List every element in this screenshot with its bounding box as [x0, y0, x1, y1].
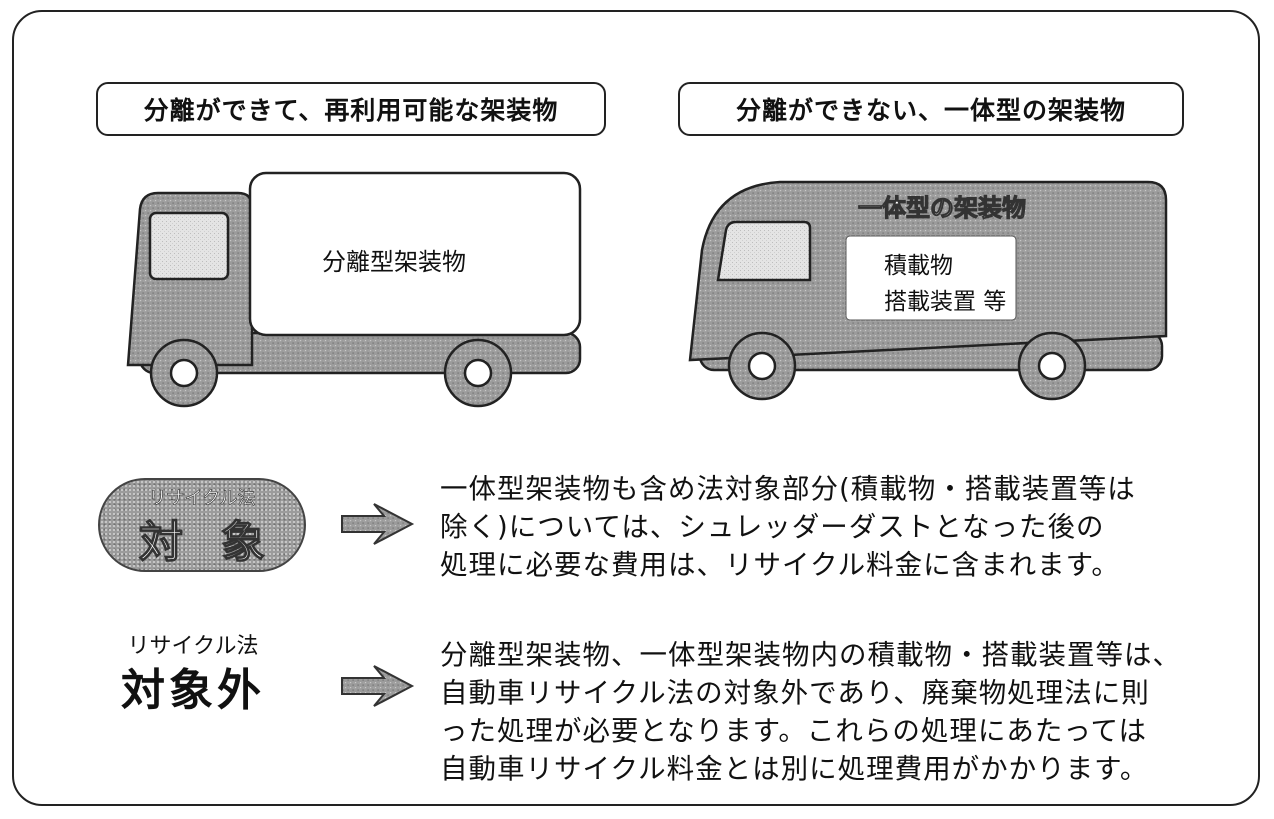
header-right: 分離ができない、一体型の架装物 — [678, 82, 1184, 136]
non-target-description-line: った処理が必要となります。これらの処理にあたっては — [440, 715, 1147, 747]
integrated-inner-line-2: 搭載装置 等 — [884, 289, 1007, 315]
arrow-right-icon — [341, 665, 415, 707]
badge-target-small-label: リサイクル法 — [148, 488, 256, 510]
target-description-line: 除く)については、シュレッダーダストとなった後の — [440, 511, 1105, 543]
non-target-small-label: リサイクル法 — [127, 634, 259, 659]
truck-integrated-illustration — [688, 180, 1168, 401]
non-target-big-label: 対象外 — [121, 665, 265, 716]
recycling-law-target-badge: リサイクル法 対象 — [98, 478, 306, 572]
header-left: 分離ができて、再利用可能な架装物 — [96, 82, 606, 136]
target-description-line: 処理に必要な費用は、リサイクル料金に含まれます。 — [440, 549, 1120, 581]
outer-frame — [12, 10, 1260, 806]
target-description: 一体型架装物も含め法対象部分(積載物・搭載装置等は 除く)については、シュレッダ… — [440, 470, 1230, 584]
integrated-inner-line-1: 積載物 — [884, 253, 953, 279]
separable-body-label: 分離型架装物 — [322, 248, 466, 276]
non-target-description: 分離型架装物、一体型架装物内の積載物・搭載装置等は、 自動車リサイクル法の対象外… — [440, 636, 1230, 788]
non-target-description-line: 自動車リサイクル法の対象外であり、廃棄物処理法に則 — [440, 677, 1150, 709]
integrated-body-title: 一体型の架装物 — [858, 194, 1027, 223]
target-description-line: 一体型架装物も含め法対象部分(積載物・搭載装置等は — [440, 473, 1136, 505]
truck-separable-illustration — [126, 171, 582, 408]
arrow-right-icon — [341, 503, 415, 545]
badge-target-big-label: 対象 — [138, 516, 303, 568]
non-target-description-line: 自動車リサイクル料金とは別に処理費用がかかります。 — [440, 753, 1149, 785]
non-target-description-line: 分離型架装物、一体型架装物内の積載物・搭載装置等は、 — [440, 639, 1181, 671]
